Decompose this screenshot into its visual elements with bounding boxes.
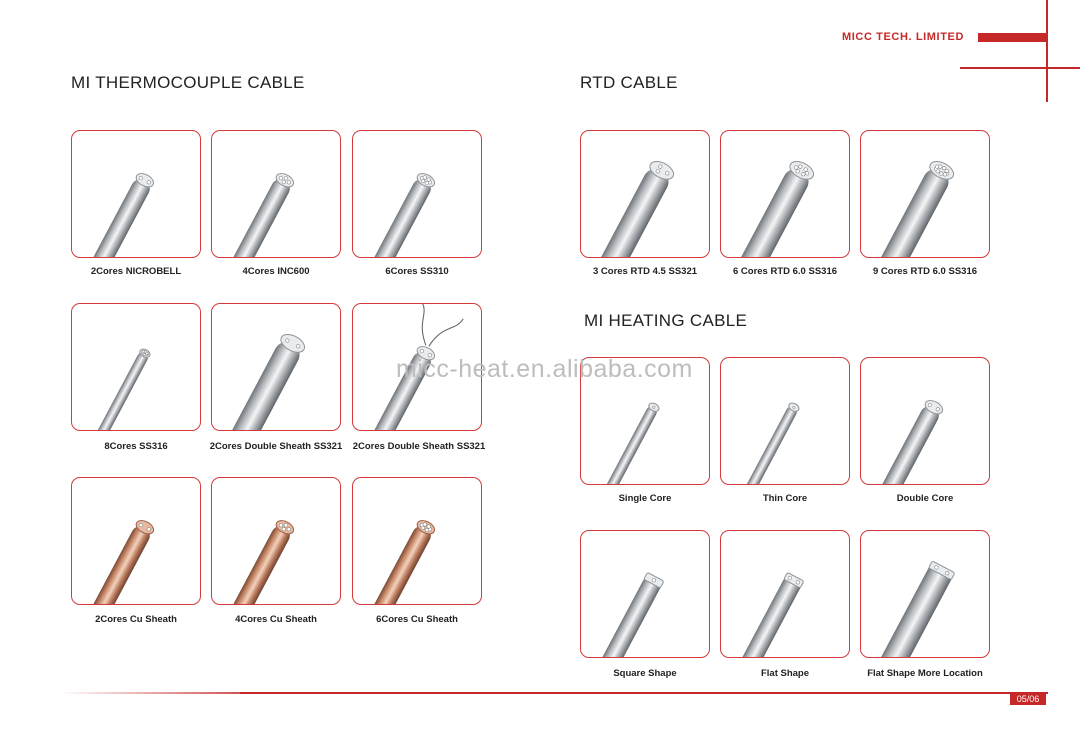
cable-image <box>581 161 675 257</box>
product-caption: 9 Cores RTD 6.0 SS316 <box>872 266 978 277</box>
cable-image <box>861 561 955 657</box>
cable-image <box>72 348 151 430</box>
cable-image <box>212 334 306 430</box>
product-caption: 4Cores Cu Sheath <box>235 614 317 625</box>
product-card-tc-9[interactable] <box>352 477 482 605</box>
product-card-tc-6[interactable] <box>352 303 482 431</box>
product-caption: 2Cores Double Sheath SS321 <box>352 441 486 452</box>
cable-image <box>581 402 660 484</box>
product-card-heat-4[interactable] <box>580 530 710 658</box>
cable-image <box>861 400 944 484</box>
cable-image <box>861 161 955 257</box>
product-card-heat-3[interactable] <box>860 357 990 485</box>
header-vertical-rule <box>1046 0 1048 102</box>
cable-image <box>72 173 155 257</box>
product-card-tc-1[interactable] <box>71 130 201 258</box>
cable-image <box>353 304 464 430</box>
product-caption: 4Cores INC600 <box>242 266 310 277</box>
cable-image <box>212 520 295 604</box>
cable-image <box>581 572 664 657</box>
product-card-tc-5[interactable] <box>211 303 341 431</box>
product-card-heat-6[interactable] <box>860 530 990 658</box>
product-caption: 6Cores SS310 <box>385 266 449 277</box>
product-card-heat-1[interactable] <box>580 357 710 485</box>
footer-rule-fade <box>60 692 240 694</box>
product-caption: Flat Shape <box>760 668 810 679</box>
product-caption: Square Shape <box>613 668 677 679</box>
brand-name: MICC TECH. LIMITED <box>842 31 965 43</box>
product-card-tc-2[interactable] <box>211 130 341 258</box>
product-card-rtd-1[interactable] <box>580 130 710 258</box>
cable-image <box>353 520 436 604</box>
product-caption: 2Cores Cu Sheath <box>95 614 177 625</box>
cable-image <box>72 520 155 604</box>
cable-image <box>353 173 436 257</box>
product-caption: 6 Cores RTD 6.0 SS316 <box>732 266 838 277</box>
cable-image <box>212 173 295 257</box>
page-number: 05/06 <box>1010 693 1046 705</box>
product-card-rtd-3[interactable] <box>860 130 990 258</box>
product-caption: Double Core <box>896 493 954 504</box>
cable-image <box>721 572 804 657</box>
product-card-tc-3[interactable] <box>352 130 482 258</box>
footer-rule <box>240 692 1048 694</box>
product-caption: Flat Shape More Location <box>867 668 983 679</box>
product-card-tc-4[interactable] <box>71 303 201 431</box>
heating-section-title: MI HEATING CABLE <box>584 311 748 330</box>
cable-image <box>721 161 815 257</box>
product-card-tc-7[interactable] <box>71 477 201 605</box>
product-card-heat-2[interactable] <box>720 357 850 485</box>
product-caption: 2Cores NICROBELL <box>90 266 182 277</box>
watermark-text: micc-heat.en.alibaba.com <box>396 355 693 383</box>
product-caption: 3 Cores RTD 4.5 SS321 <box>592 266 698 277</box>
product-caption: 6Cores Cu Sheath <box>376 614 458 625</box>
header-horizontal-rule <box>960 67 1080 69</box>
product-caption: Thin Core <box>762 493 808 504</box>
thermocouple-section-title: MI THERMOCOUPLE CABLE <box>71 73 305 92</box>
product-caption: Single Core <box>618 493 672 504</box>
product-caption: 8Cores SS316 <box>104 441 168 452</box>
cable-image <box>721 402 800 484</box>
product-card-tc-8[interactable] <box>211 477 341 605</box>
product-card-heat-5[interactable] <box>720 530 850 658</box>
brand-accent-bar <box>978 33 1046 42</box>
product-caption: 2Cores Double Sheath SS321 <box>209 441 343 452</box>
product-card-rtd-2[interactable] <box>720 130 850 258</box>
rtd-section-title: RTD CABLE <box>580 73 678 92</box>
